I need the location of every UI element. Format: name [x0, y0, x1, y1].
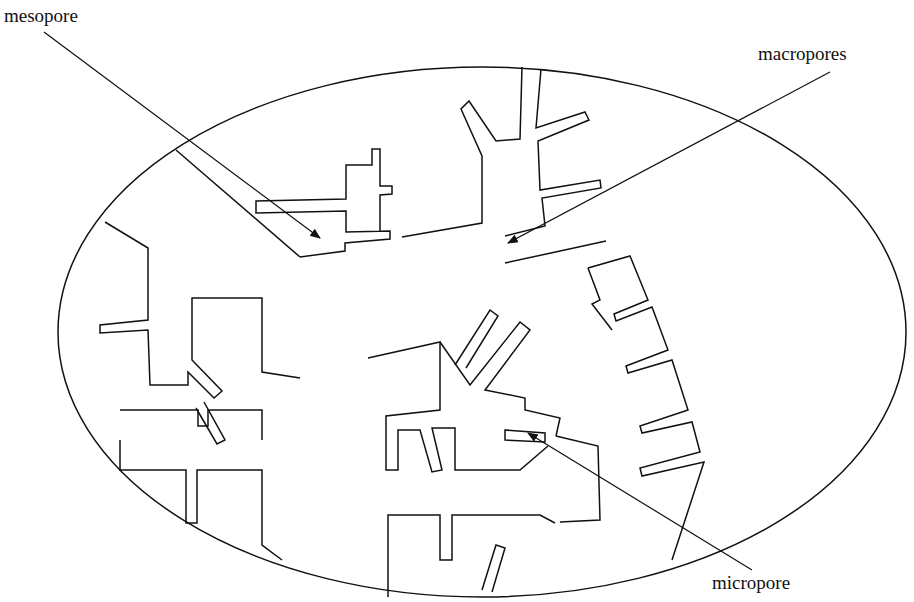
pore-wall: [402, 67, 522, 237]
pore-wall: [588, 268, 612, 330]
pore-label: mesopore: [4, 6, 78, 27]
pore-wall: [196, 402, 225, 444]
pore-wall: [505, 241, 606, 263]
pore-walls: [58, 67, 906, 597]
pore-label: macropores: [758, 44, 847, 65]
pore-wall: [455, 310, 498, 368]
leader-lines: [44, 32, 830, 570]
particle-outline: [58, 67, 906, 597]
pore-wall: [440, 322, 560, 436]
leader-line: [508, 72, 830, 243]
pore-wall: [256, 149, 392, 257]
pore-wall: [120, 440, 282, 560]
pore-wall: [588, 256, 704, 560]
pore-wall: [100, 222, 300, 398]
pore-label: micropore: [712, 573, 790, 594]
pore-wall: [482, 545, 505, 592]
pore-wall: [176, 150, 300, 257]
leader-line: [528, 433, 752, 570]
pore-wall: [120, 410, 262, 440]
pore-wall: [505, 69, 601, 236]
leader-line: [44, 32, 320, 238]
pore-wall: [388, 515, 555, 597]
pore-wall: [556, 436, 600, 522]
